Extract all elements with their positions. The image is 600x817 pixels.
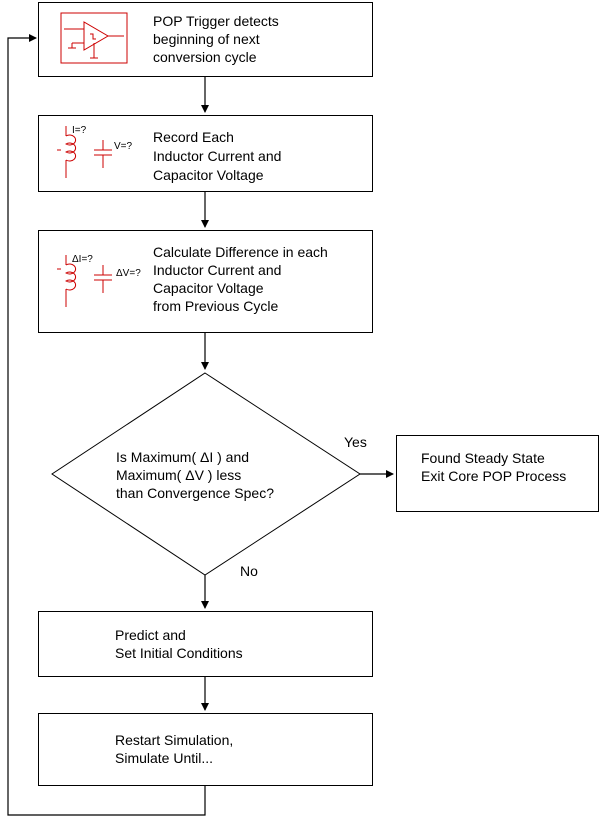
record-line-1: Record Each	[153, 129, 234, 145]
no-label: No	[240, 563, 258, 579]
calculate-delta-voltage-label: ΔV=?	[116, 268, 141, 279]
step-restart	[38, 713, 373, 786]
calculate-line-1: Calculate Difference in each	[153, 244, 328, 260]
predict-line-1: Predict and	[115, 627, 186, 643]
restart-line-2: Simulate Until...	[115, 750, 214, 766]
step-predict	[38, 611, 373, 677]
step-calculate	[38, 230, 373, 333]
predict-line-2: Set Initial Conditions	[115, 645, 243, 661]
calculate-line-4: from Previous Cycle	[153, 298, 279, 314]
step-steady-state	[396, 435, 599, 512]
pop-trigger-line-2: beginning of next	[153, 31, 260, 47]
record-current-label: I=?	[72, 125, 87, 136]
step-record	[38, 115, 373, 192]
capacitor-icon	[94, 140, 112, 168]
record-line-2: Inductor Current and	[153, 148, 282, 164]
loop-back-line	[7, 34, 206, 816]
record-voltage-label: V=?	[114, 141, 133, 152]
steady-line-2: Exit Core POP Process	[421, 468, 567, 484]
pop-trigger-icon	[60, 12, 128, 64]
step-pop-trigger	[38, 2, 373, 77]
pop-trigger-line-1: POP Trigger detects	[153, 13, 279, 29]
calculate-delta-current-label: ΔI=?	[72, 254, 93, 265]
restart-line-1: Restart Simulation,	[115, 732, 234, 748]
decision-line-3: than Convergence Spec?	[116, 485, 274, 501]
inductor-icon	[57, 126, 77, 178]
inductor-delta-icon	[57, 255, 77, 307]
steady-line-1: Found Steady State	[421, 450, 545, 466]
calculate-line-2: Inductor Current and	[153, 262, 282, 278]
pop-trigger-line-3: conversion cycle	[153, 49, 257, 65]
yes-label: Yes	[344, 434, 367, 450]
decision-line-2: Maximum( ΔV ) less	[116, 467, 242, 483]
decision-line-1: Is Maximum( ΔI ) and	[116, 449, 250, 465]
calculate-line-3: Capacitor Voltage	[153, 280, 264, 296]
capacitor-delta-icon	[94, 265, 112, 293]
record-line-3: Capacitor Voltage	[153, 167, 264, 183]
